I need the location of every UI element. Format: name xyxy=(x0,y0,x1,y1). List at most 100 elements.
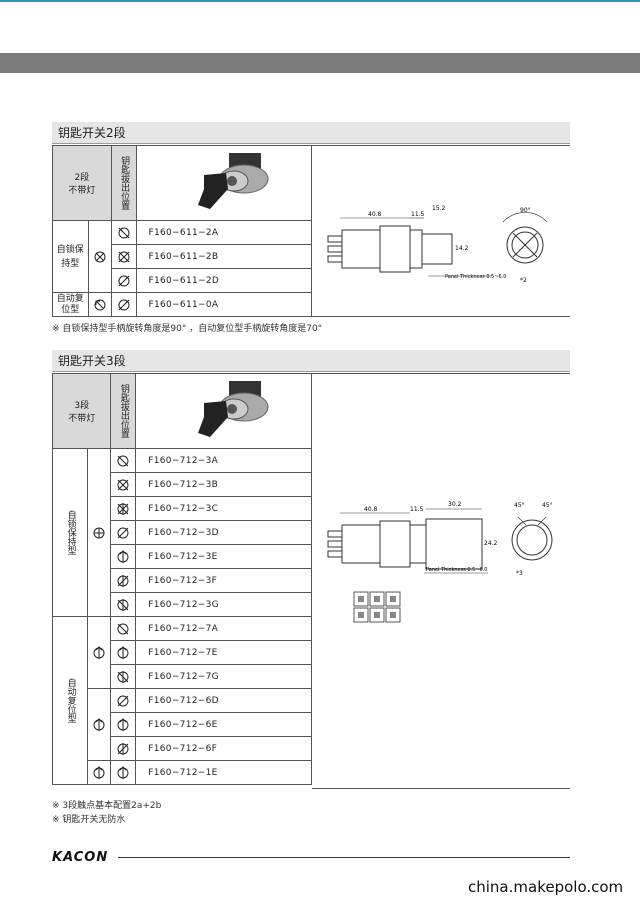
dim-text: 11.5 xyxy=(411,211,425,218)
key-position-symbol xyxy=(110,664,137,689)
dim-text: 11.5 xyxy=(410,506,424,513)
model-cell: F160−712−3E xyxy=(135,544,312,569)
up-arrow-icon xyxy=(117,549,129,563)
footer-line xyxy=(118,857,570,858)
model-cell: F160−611−2B xyxy=(135,244,313,269)
section2-table: 3段 不带灯 钥匙拔出位置 自锁保持型 F160−712−3A F160−712… xyxy=(51,373,312,785)
model-cell: F160−712−3D xyxy=(135,520,312,545)
watermark-text: china.makepolo.com xyxy=(468,878,624,896)
dim-text: 15.2 xyxy=(432,205,446,212)
key-position-symbol xyxy=(110,760,137,785)
key-position-symbol xyxy=(110,568,137,593)
section1-group-reset: 自动复位型 xyxy=(52,292,89,317)
up-arrow-icon xyxy=(93,765,105,779)
model-cell: F160−712−7E xyxy=(135,640,312,665)
model-cell: F160−712−3A xyxy=(135,448,312,473)
contact-block-diagram xyxy=(353,591,401,623)
model-cell: F160−611−0A xyxy=(135,292,313,317)
dim-text: 30.2 xyxy=(448,501,462,508)
top-accent-line xyxy=(0,0,640,2)
key-switch-photo-icon xyxy=(197,380,269,437)
section2-note-waterproof: ※ 钥匙开关无防水 xyxy=(52,815,126,825)
section2-title: 钥匙开关3段 xyxy=(52,350,570,372)
model-cell: F160−611−2A xyxy=(135,220,313,245)
section1-hold-symbol xyxy=(87,220,112,293)
up-arrow-icon xyxy=(117,765,129,779)
up-arrow-icon xyxy=(93,717,105,731)
key-position-icon xyxy=(118,227,130,238)
key-position-symbol xyxy=(110,616,137,641)
key-position-symbol xyxy=(110,292,137,317)
key-position-icon xyxy=(117,742,129,755)
key-position-icon xyxy=(117,670,129,683)
key-switch-photo-icon xyxy=(197,152,269,209)
key-position-icon xyxy=(117,455,129,466)
model-cell: F160−712−3B xyxy=(135,472,312,497)
key-position-icon xyxy=(118,275,130,286)
up-arrow-icon xyxy=(93,645,105,659)
model-cell: F160−712−6F xyxy=(135,736,312,761)
key-position-symbol xyxy=(110,244,137,269)
dim-text: 24.2 xyxy=(484,540,498,547)
dim-text: 45° xyxy=(542,502,553,509)
section1-product-photo xyxy=(135,145,313,221)
four-way-arrow-icon xyxy=(93,527,105,538)
drawing-mark: *3 xyxy=(516,570,523,577)
section2-hold-symbol xyxy=(87,448,112,617)
model-cell: F160−712−7G xyxy=(135,664,312,689)
crossed-circle-icon xyxy=(94,251,106,262)
key-position-symbol xyxy=(110,472,137,497)
key-position-symbol xyxy=(110,544,137,569)
key-position-symbol xyxy=(110,448,137,473)
kacon-logo: KACON xyxy=(52,850,109,865)
key-position-symbol xyxy=(110,640,137,665)
model-cell: F160−712−1E xyxy=(135,760,312,785)
header-bar xyxy=(0,53,640,73)
model-cell: F160−712−3F xyxy=(135,568,312,593)
dim-text: 45° xyxy=(514,502,525,509)
section2-dimension-drawing: 40.8 11.5 30.2 24.2 Panel Thickness 0.5~… xyxy=(327,501,553,577)
key-position-icon xyxy=(117,598,129,611)
up-arrow-icon xyxy=(117,645,129,659)
dim-text: 14.2 xyxy=(455,245,469,252)
key-position-icon xyxy=(118,299,130,310)
key-position-symbol xyxy=(110,268,137,293)
key-position-symbol xyxy=(110,736,137,761)
section1-title: 钥匙开关2段 xyxy=(52,122,570,144)
key-position-icon xyxy=(117,695,129,706)
section2-reset-symbol xyxy=(87,760,112,785)
key-position-symbol xyxy=(110,220,137,245)
key-position-icon xyxy=(117,527,129,538)
dim-text: 40.8 xyxy=(368,211,382,218)
section1-header-key: 钥匙拔出位置 xyxy=(110,145,137,221)
up-arrow-icon xyxy=(117,717,129,731)
section2-group-hold: 自锁保持型 xyxy=(51,448,89,617)
model-cell: F160−712−3G xyxy=(135,592,312,617)
key-position-icon xyxy=(117,574,129,587)
key-position-icon xyxy=(117,623,129,634)
model-cell: F160−712−6D xyxy=(135,688,312,713)
key-position-icon xyxy=(117,502,129,515)
section2-header-stage: 3段 不带灯 xyxy=(51,373,112,449)
section2-note-contacts: ※ 3段触点基本配置2a+2b xyxy=(52,801,162,811)
model-cell: F160−611−2D xyxy=(135,268,313,293)
key-position-symbol xyxy=(110,688,137,713)
section1-group-hold: 自锁保持型 xyxy=(52,220,89,293)
return-arrow-icon xyxy=(94,299,106,310)
dim-text: 90° xyxy=(520,207,531,214)
key-position-icon xyxy=(118,251,130,262)
drawing-mark: *2 xyxy=(520,277,527,284)
section2-group-reset: 自动复位型 xyxy=(51,616,89,785)
panel-thickness-text: Panel Thickness 0.5~6.0 xyxy=(426,567,487,573)
section1-dimension-drawing: 40.8 11.5 15.2 14.2 Panel Thickness 0.5~… xyxy=(327,205,548,284)
section2-drawing-frame xyxy=(312,373,570,789)
section1-drawing-frame xyxy=(312,145,570,317)
model-cell: F160−712−6E xyxy=(135,712,312,737)
key-position-icon xyxy=(117,479,129,490)
model-cell: F160−712−7A xyxy=(135,616,312,641)
key-position-symbol xyxy=(110,712,137,737)
section2-product-photo xyxy=(135,373,312,449)
model-cell: F160−712−3C xyxy=(135,496,312,521)
section2-header-key: 钥匙拔出位置 xyxy=(110,373,137,449)
panel-thickness-text: Panel Thickness 0.5~6.0 xyxy=(445,274,506,280)
